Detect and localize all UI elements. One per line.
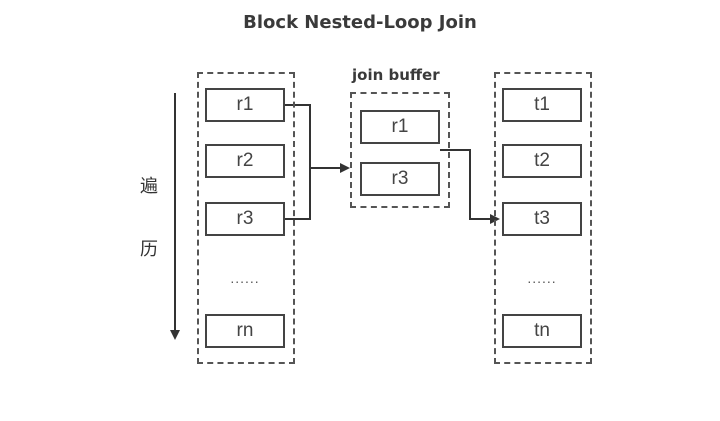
join-buffer-group — [350, 92, 450, 208]
outer-ellipsis: ...... — [230, 270, 260, 286]
inner-row-tn: tn — [502, 314, 582, 348]
buffer-to-t3-arrow — [440, 149, 500, 224]
join-buffer-label: join buffer — [352, 66, 440, 84]
traverse-label-char-1: 遍 — [140, 176, 158, 197]
inner-row-t3: t3 — [502, 202, 582, 236]
outer-row-r2: r2 — [205, 144, 285, 178]
buffer-row-r1: r1 — [360, 110, 440, 144]
buffer-row-r3: r3 — [360, 162, 440, 196]
traverse-label-char-2: 历 — [140, 239, 158, 260]
outer-row-rn: rn — [205, 314, 285, 348]
outer-row-r1: r1 — [205, 88, 285, 122]
inner-table-group — [494, 72, 592, 364]
inner-row-t2: t2 — [502, 144, 582, 178]
diagram-title: Block Nested-Loop Join — [243, 12, 477, 33]
inner-row-t1: t1 — [502, 88, 582, 122]
outer-row-r3: r3 — [205, 202, 285, 236]
outer-table-group — [197, 72, 295, 364]
inner-ellipsis: ...... — [527, 270, 557, 286]
